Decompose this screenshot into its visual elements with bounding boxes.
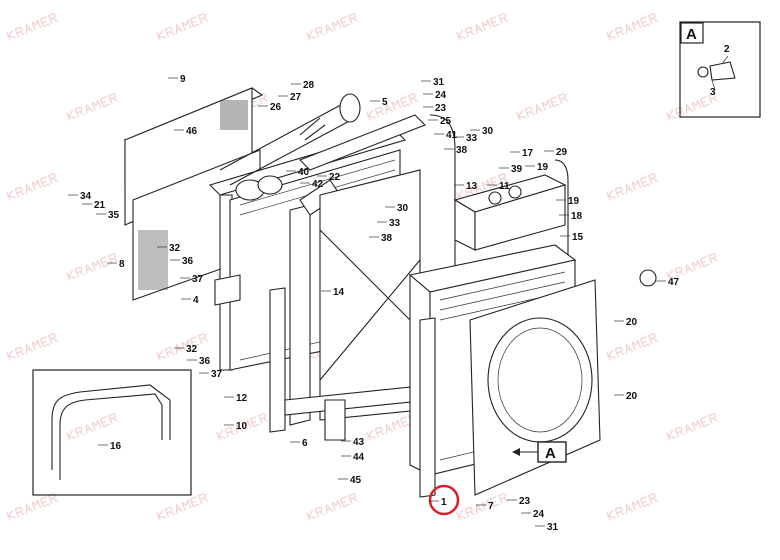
callout: 10 [236, 421, 248, 432]
hoses [219, 93, 569, 300]
watermark-graphic [66, 93, 118, 121]
watermark-graphic [366, 93, 418, 121]
watermark-graphic [456, 173, 508, 201]
cap-47 [639, 269, 657, 287]
callout: 5 [382, 97, 388, 108]
fan-shroud [469, 279, 601, 496]
callout: 14 [333, 287, 345, 298]
detail-box-16 [32, 369, 192, 496]
view-marker-label: A [545, 445, 556, 462]
watermark-graphic [606, 13, 658, 41]
view-marker-a: A [512, 441, 567, 463]
callout: 25 [440, 116, 452, 127]
callout: 13 [466, 181, 478, 192]
watermark-graphic [156, 13, 208, 41]
callout: 30 [482, 126, 494, 137]
callout: 19 [537, 162, 549, 173]
callout: 6 [302, 438, 308, 449]
inset-title: A [686, 26, 697, 43]
callout: 37 [211, 369, 223, 380]
watermark-graphic [606, 493, 658, 521]
callout: 36 [199, 356, 211, 367]
callout: 28 [303, 80, 315, 91]
callout: 9 [180, 74, 186, 85]
watermark-graphic [6, 13, 58, 41]
expansion-tank [453, 174, 567, 251]
callout: 4 [193, 295, 199, 306]
callout: 24 [435, 90, 447, 101]
callout: 20 [626, 317, 638, 328]
watermark-graphic [216, 413, 268, 441]
callout: 35 [108, 210, 120, 221]
callout: 16 [110, 441, 122, 452]
callout: 47 [668, 277, 680, 288]
callout: 3 [710, 87, 716, 98]
watermark-graphic [6, 333, 58, 361]
leader-lines [68, 77, 666, 527]
watermark-graphic [6, 493, 58, 521]
callout: 44 [353, 452, 365, 463]
seal-16 [51, 384, 171, 470]
watermark-graphic [66, 253, 118, 281]
callout: 2 [724, 44, 730, 55]
watermark-graphic [156, 333, 208, 361]
callout-labels: 9 46 26 27 28 5 31 24 23 25 41 33 30 38 … [80, 74, 680, 533]
watermark-graphic [666, 93, 718, 121]
callout: 27 [290, 92, 302, 103]
callout: 26 [270, 102, 282, 113]
callout: 23 [435, 103, 447, 114]
callout: 32 [169, 243, 181, 254]
watermark-graphic [456, 493, 508, 521]
callout: 33 [466, 133, 478, 144]
callout: 42 [312, 179, 324, 190]
callout: 38 [381, 233, 393, 244]
detail-inset-a: A 2 3 [679, 21, 761, 118]
callout: 30 [397, 203, 409, 214]
watermark-graphic [666, 413, 718, 441]
callout: 46 [186, 126, 198, 137]
callout: 21 [94, 200, 106, 211]
callout: 37 [192, 274, 204, 285]
callout: 19 [568, 196, 580, 207]
callout: 33 [389, 218, 401, 229]
watermark-graphic [306, 493, 358, 521]
callout: 34 [80, 191, 92, 202]
callout: 32 [186, 344, 198, 355]
watermark-graphic [6, 173, 58, 201]
callout: 29 [556, 147, 568, 158]
callout: 41 [446, 130, 458, 141]
callout: 23 [519, 496, 531, 507]
highlight-ring-part-1 [428, 484, 460, 516]
watermark-graphic [606, 173, 658, 201]
watermark-graphic [456, 13, 508, 41]
callout: 31 [547, 522, 559, 533]
callout: 15 [572, 232, 584, 243]
watermark-graphic [156, 493, 208, 521]
callout: 43 [353, 437, 365, 448]
watermark-graphic [516, 93, 568, 121]
callout: 11 [499, 181, 510, 192]
callout: 20 [626, 391, 638, 402]
watermark-graphic [306, 13, 358, 41]
watermark-graphic [606, 333, 658, 361]
watermark-graphic [666, 253, 718, 281]
callout: 36 [182, 256, 194, 267]
callout: 31 [433, 77, 445, 88]
callout: 8 [119, 259, 125, 270]
callout: 17 [522, 148, 534, 159]
watermark-graphic [66, 413, 118, 441]
callout-part-1: 1 [441, 497, 447, 508]
callout: 39 [511, 164, 523, 175]
callout: 24 [533, 509, 545, 520]
callout: 12 [236, 393, 248, 404]
callout: 45 [350, 475, 362, 486]
callout: 40 [298, 167, 310, 178]
callout: 7 [488, 501, 494, 512]
callout: 22 [329, 172, 341, 183]
callout: 38 [456, 145, 468, 156]
callout: 18 [571, 211, 583, 222]
